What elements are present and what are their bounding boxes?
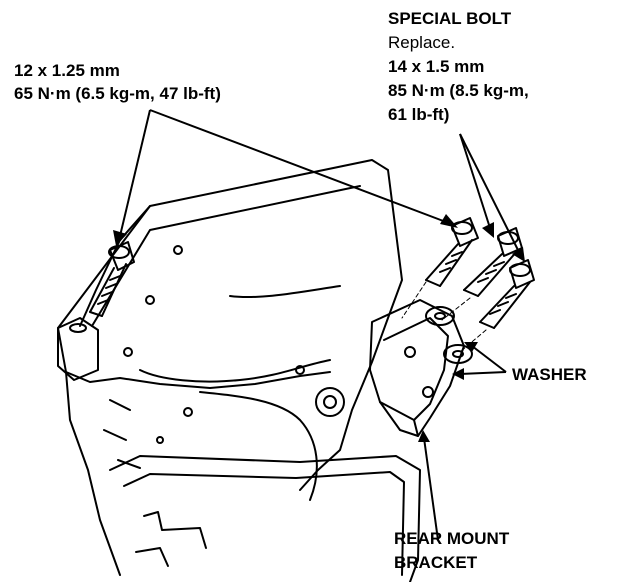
leader-lines [119, 109, 521, 541]
left-bolt-size-label: 12 x 1.25 mm [14, 61, 120, 80]
left-bolt [89, 241, 135, 317]
install-centerlines [401, 281, 487, 353]
arrowheads [113, 214, 525, 442]
special-bolt-torque-line2: 61 lb-ft) [388, 105, 450, 124]
washer-lower [443, 344, 473, 364]
special-bolt-title: SPECIAL BOLT [388, 9, 512, 28]
transmission-case [57, 159, 403, 576]
washer-label: WASHER [512, 365, 587, 384]
rear-mount-bracket-label-line1: REAR MOUNT [394, 529, 510, 548]
oil-pan [109, 455, 421, 582]
special-bolt-note: Replace. [388, 33, 456, 52]
left-mount-boss [57, 317, 99, 381]
rear-mount-bracket [369, 299, 465, 437]
special-bolt-2 [479, 259, 535, 329]
bolt-upper-left [425, 217, 479, 287]
special-bolt-torque-line1: 85 N·m (8.5 kg-m, [388, 81, 529, 100]
special-bolt-size-label: 14 x 1.5 mm [388, 57, 485, 76]
washer-upper [425, 306, 455, 326]
rear-mount-bracket-label-line2: BRACKET [394, 553, 478, 572]
left-bolt-torque-label: 65 N·m (6.5 kg-m, 47 lb-ft) [14, 84, 221, 103]
